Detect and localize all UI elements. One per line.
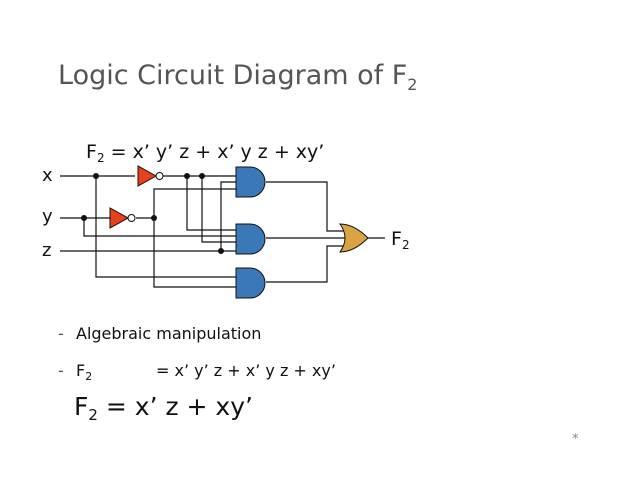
wire-y-and2 — [83, 218, 237, 237]
page-title-subscript: 2 — [407, 75, 418, 94]
junction-dot — [93, 173, 99, 179]
junction-dot — [184, 173, 190, 179]
result-rhs: = x’ z + xy’ — [97, 392, 253, 421]
boolean-formula: F2 = x’ y’ z + x’ y z + xy’ — [86, 141, 324, 165]
slide-footer-mark: * — [572, 432, 579, 447]
not-gate-x — [137, 165, 164, 187]
output-label: F2 — [391, 228, 410, 252]
wire-and3-or — [266, 245, 344, 283]
input-label-z: z — [42, 240, 52, 261]
bullet-list: - Algebraic manipulation - F2 = x’ y’ z … — [58, 324, 336, 398]
and-gate-1 — [235, 166, 266, 198]
junction-dot — [151, 215, 157, 221]
junction-dots — [81, 173, 224, 254]
page-title: Logic Circuit Diagram of F2 — [58, 60, 417, 94]
wire-xbar-branch — [201, 176, 237, 243]
not-gate-x-bubble — [155, 172, 164, 180]
bullet-dash: - — [58, 324, 64, 343]
wire-y-not-out — [136, 188, 237, 219]
wire-and1-or — [266, 181, 344, 232]
wire-xbar-and2 — [186, 176, 237, 231]
result-subscript: 2 — [88, 406, 98, 424]
output-label-text: F — [391, 228, 402, 250]
bullet-item-2-rhs: = x’ y’ z + x’ y z + xy’ — [156, 361, 336, 380]
not-gate-y — [109, 207, 136, 229]
bullet-item-2: - F2 = x’ y’ z + x’ y z + xy’ — [58, 361, 336, 398]
junction-dot — [199, 173, 205, 179]
bullet-item-2-subscript: 2 — [85, 370, 93, 383]
input-label-y: y — [42, 206, 53, 227]
or-gate — [339, 223, 369, 253]
result-lhs: F — [74, 392, 89, 421]
bullet-item-1-text: Algebraic manipulation — [76, 324, 262, 343]
input-label-x: x — [42, 165, 53, 186]
circuit-wires — [60, 175, 385, 288]
and-gate-2 — [235, 223, 266, 255]
simplified-result: F2 = x’ z + xy’ — [74, 392, 253, 424]
output-label-subscript: 2 — [401, 238, 410, 252]
bullet-dash: - — [58, 361, 64, 380]
page-title-text: Logic Circuit Diagram of F — [58, 60, 408, 91]
bullet-item-2-lhs-text: F — [76, 361, 86, 380]
junction-dot — [81, 215, 87, 221]
bullet-item-2-lhs: F2 — [76, 361, 156, 383]
bullet-item-1: - Algebraic manipulation — [58, 324, 336, 361]
not-gate-y-body — [109, 207, 130, 229]
wire-z-and1 — [220, 181, 237, 251]
formula-rhs: = x’ y’ z + x’ y z + xy’ — [104, 141, 325, 163]
wire-x-and3 — [95, 176, 237, 278]
wire-ybar-and3 — [153, 218, 237, 288]
not-gate-y-bubble — [127, 214, 136, 222]
formula-lhs: F — [86, 141, 97, 163]
and-gate-3 — [235, 267, 266, 299]
junction-dot — [218, 248, 224, 254]
formula-subscript: 2 — [96, 151, 105, 165]
not-gate-x-body — [137, 165, 158, 187]
